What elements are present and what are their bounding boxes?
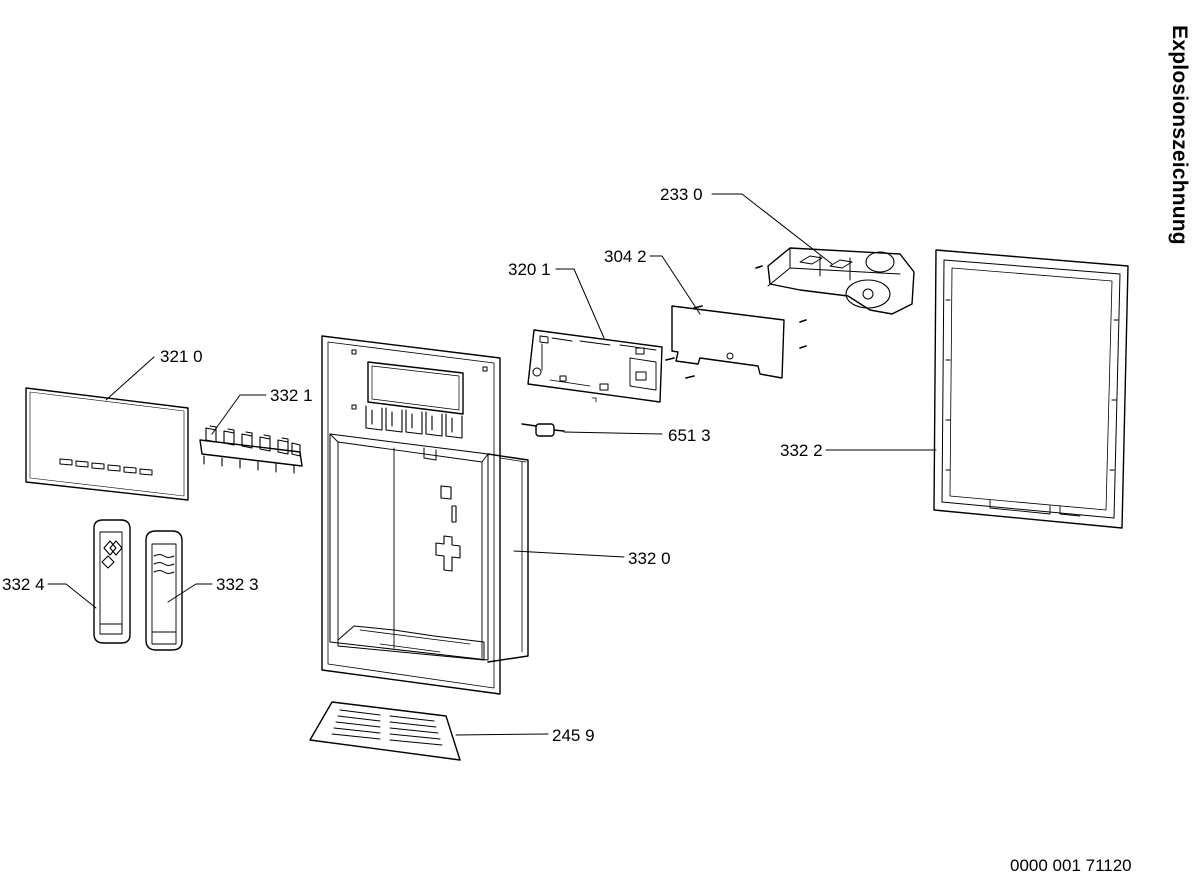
part-cover-panel [25,387,189,501]
part-frame [933,249,1129,529]
callout-320-1: 320 1 [508,260,551,279]
part-shield-plate [665,305,807,379]
callout-321-0: 321 0 [160,347,203,366]
callout-233-0: 233 0 [660,185,703,204]
part-motor-assembly [755,247,915,315]
callout-332-4: 332 4 [2,575,45,594]
callout-332-2: 332 2 [780,441,823,460]
callout-332-0: 332 0 [628,549,671,568]
part-key-strip [199,425,303,474]
leader-lines [47,193,937,736]
part-sensor [521,423,565,437]
document-number: 0000 001 71120 [1010,856,1132,875]
part-handle-right [145,530,183,651]
callout-245-9: 245 9 [552,726,595,745]
part-electronic-board [527,329,663,403]
callout-651-3: 651 3 [668,426,711,445]
callout-332-1: 332 1 [270,386,313,405]
part-handle-left [93,519,131,644]
part-dispenser-housing [321,335,529,695]
callout-332-3: 332 3 [216,575,259,594]
callouts: 233 0 304 2 320 1 321 0 332 1 651 3 332 … [2,185,823,745]
callout-304-2: 304 2 [604,247,647,266]
part-drip-grille [309,701,461,761]
